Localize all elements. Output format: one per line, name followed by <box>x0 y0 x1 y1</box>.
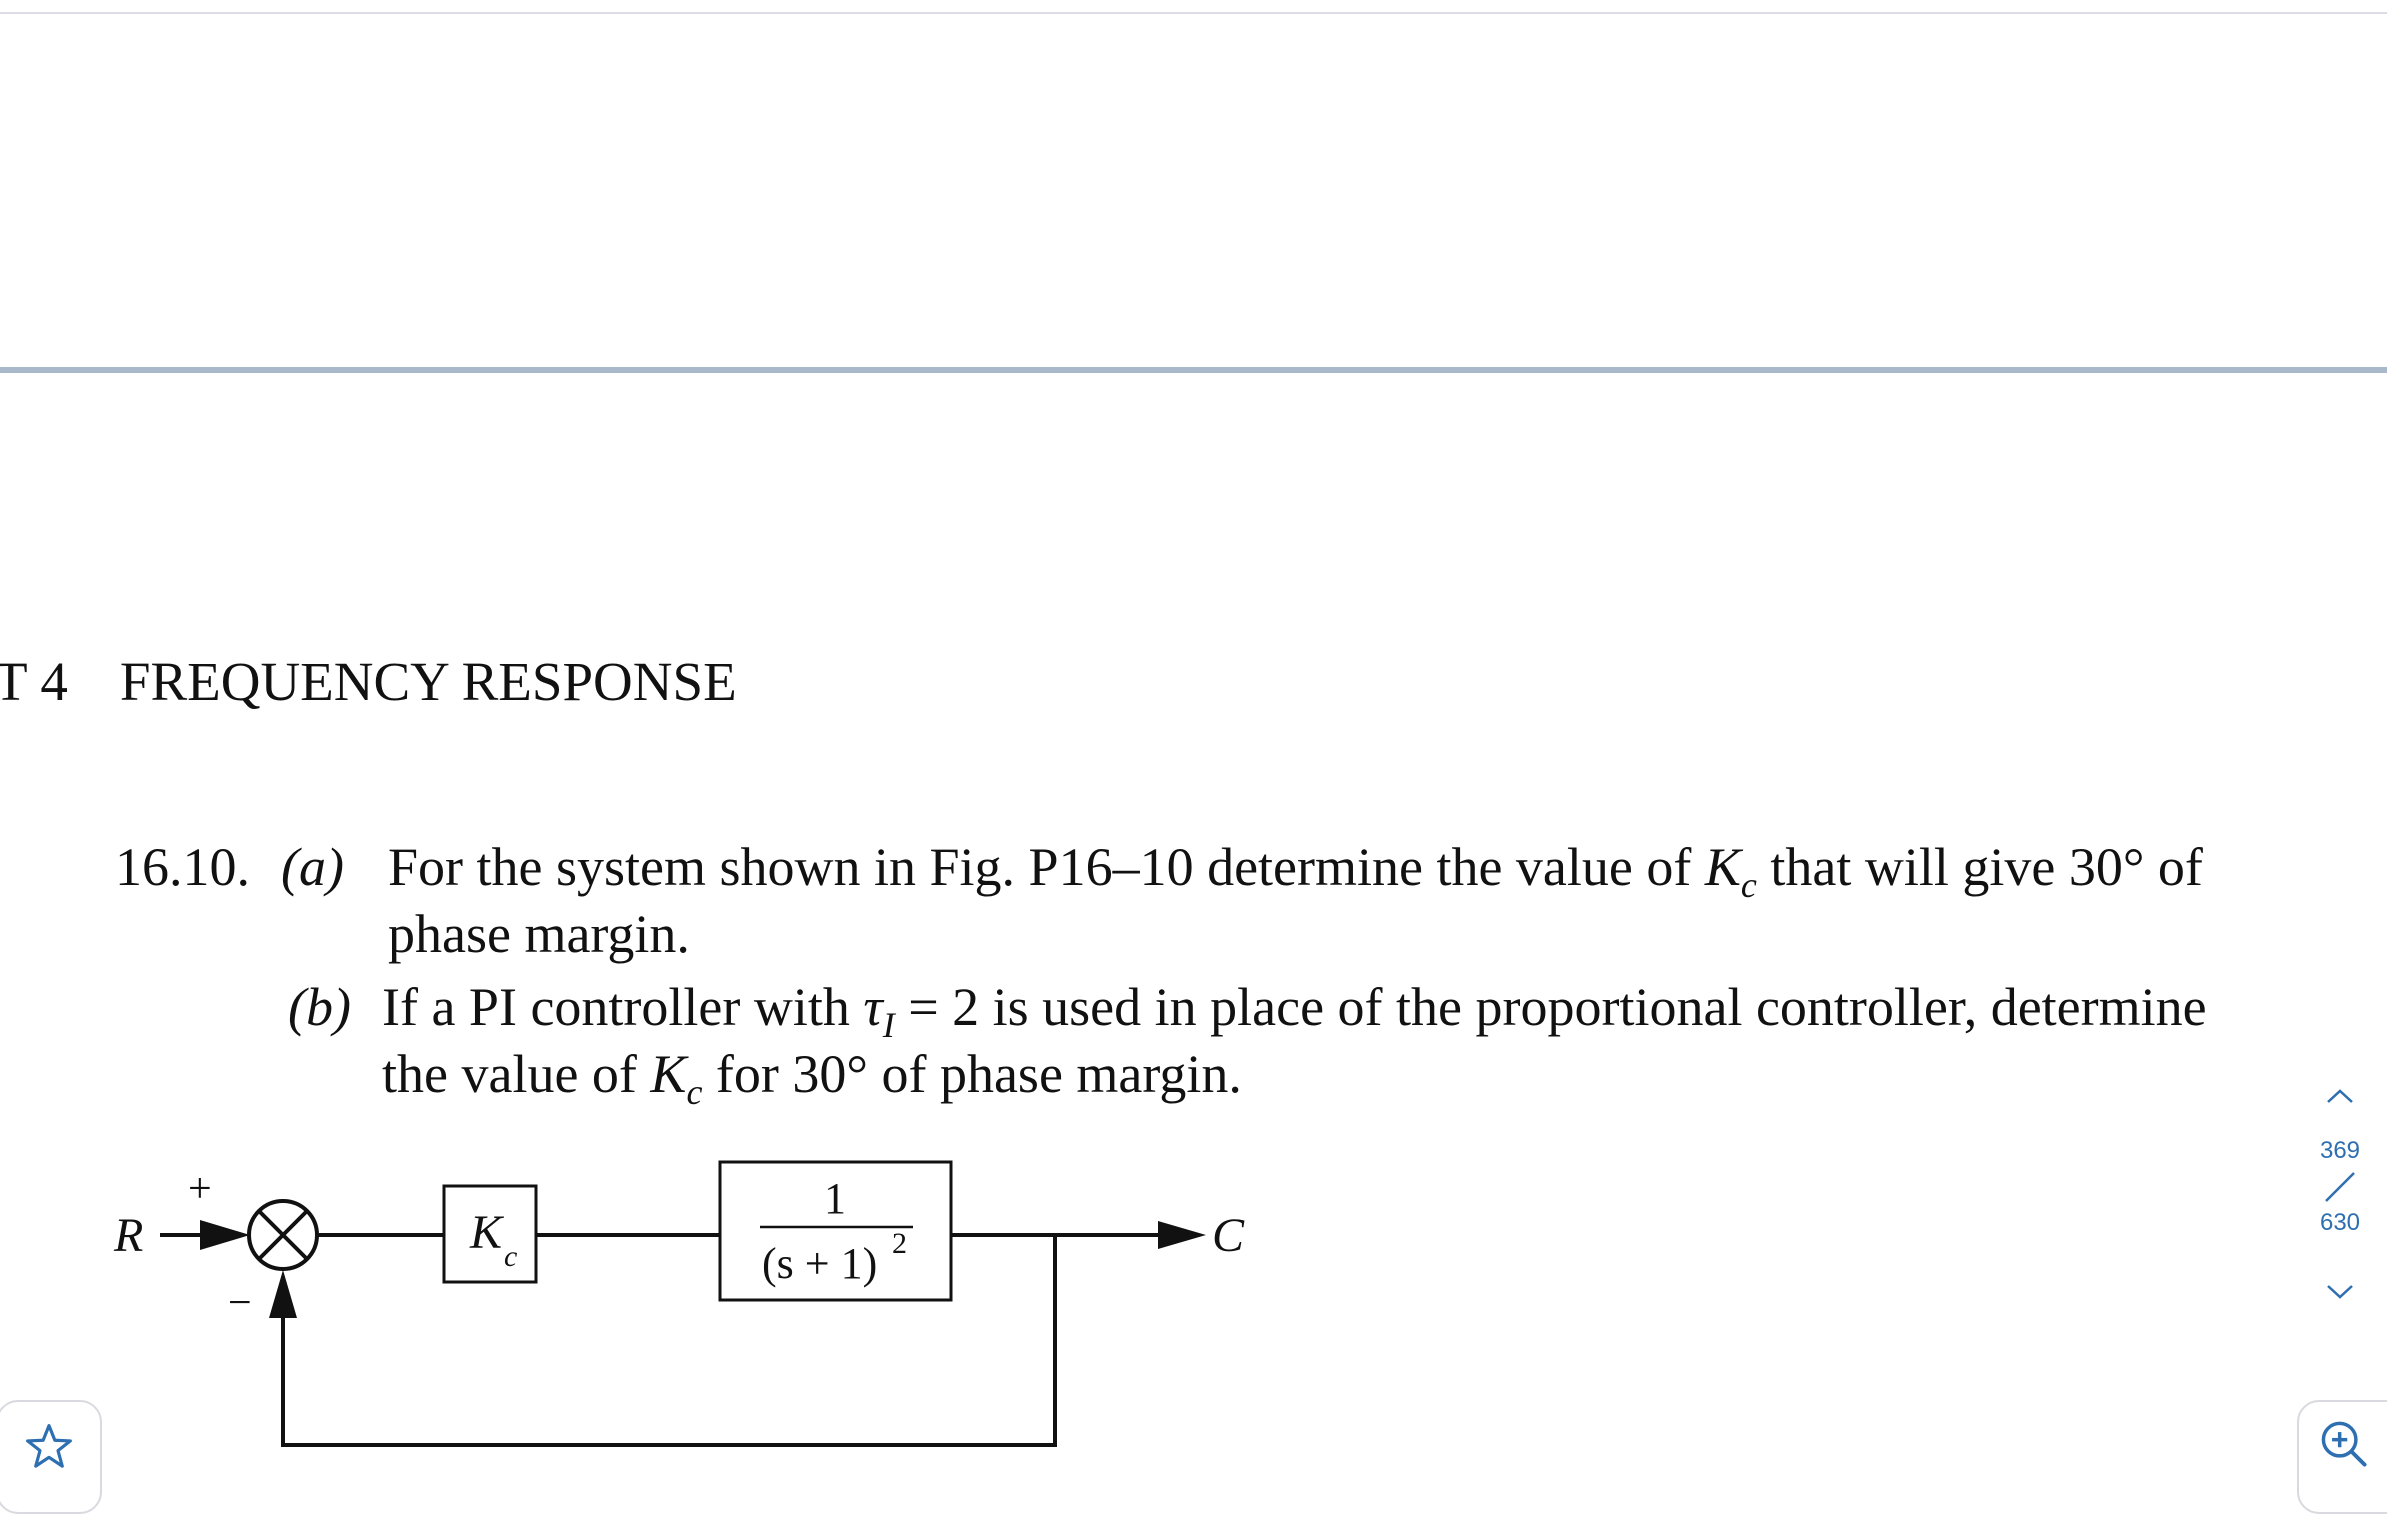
transfer-exponent: 2 <box>892 1227 907 1260</box>
page-divider <box>0 367 2387 373</box>
part-a-line-2: phase margin. <box>388 904 690 964</box>
feedback-path <box>281 1235 1057 1447</box>
chevron-up-icon[interactable] <box>2324 1085 2356 1107</box>
block-diagram: R + − K c 1 (s + 1) 2 C <box>113 1160 1245 1447</box>
input-label: R <box>113 1209 143 1262</box>
minus-sign: − <box>228 1280 252 1326</box>
part-b-label: (b) <box>288 977 351 1037</box>
part-b-line-2: the value of Kc for 30° of phase margin. <box>382 1044 1242 1112</box>
current-page-number: 369 <box>2319 1137 2361 1164</box>
top-border <box>0 12 2387 14</box>
input-arrowhead <box>200 1220 250 1250</box>
transfer-numerator: 1 <box>824 1174 846 1223</box>
page-separator <box>2325 1172 2355 1202</box>
part-a-label: (a) <box>281 837 344 897</box>
plus-sign: + <box>188 1166 212 1212</box>
controller-gain-label: K <box>469 1206 505 1259</box>
page-navigator: 369 630 <box>2300 1085 2380 1303</box>
feedback-arrowhead <box>269 1270 297 1318</box>
part-b-line-1: If a PI controller with τI = 2 is used i… <box>382 977 2207 1045</box>
zoom-in-icon <box>2321 1421 2367 1467</box>
chapter-title: FREQUENCY RESPONSE <box>119 651 737 712</box>
total-pages: 630 <box>2319 1209 2361 1236</box>
zoom-in-button[interactable] <box>2297 1400 2387 1514</box>
star-icon <box>26 1424 72 1468</box>
transfer-denominator: (s + 1) <box>762 1239 877 1288</box>
output-label: C <box>1212 1209 1245 1262</box>
chevron-down-icon[interactable] <box>2324 1281 2356 1303</box>
running-head: T 4 FREQUENCY RESPONSE <box>0 650 737 713</box>
problem-number: 16.10. <box>115 837 250 897</box>
process-block <box>718 1160 953 1302</box>
part-a-line-1: For the system shown in Fig. P16–10 dete… <box>388 837 2203 905</box>
output-arrowhead <box>1158 1221 1206 1249</box>
part-label: T 4 <box>0 651 68 712</box>
controller-gain-subscript: c <box>504 1240 517 1273</box>
bookmark-button[interactable] <box>0 1400 102 1514</box>
